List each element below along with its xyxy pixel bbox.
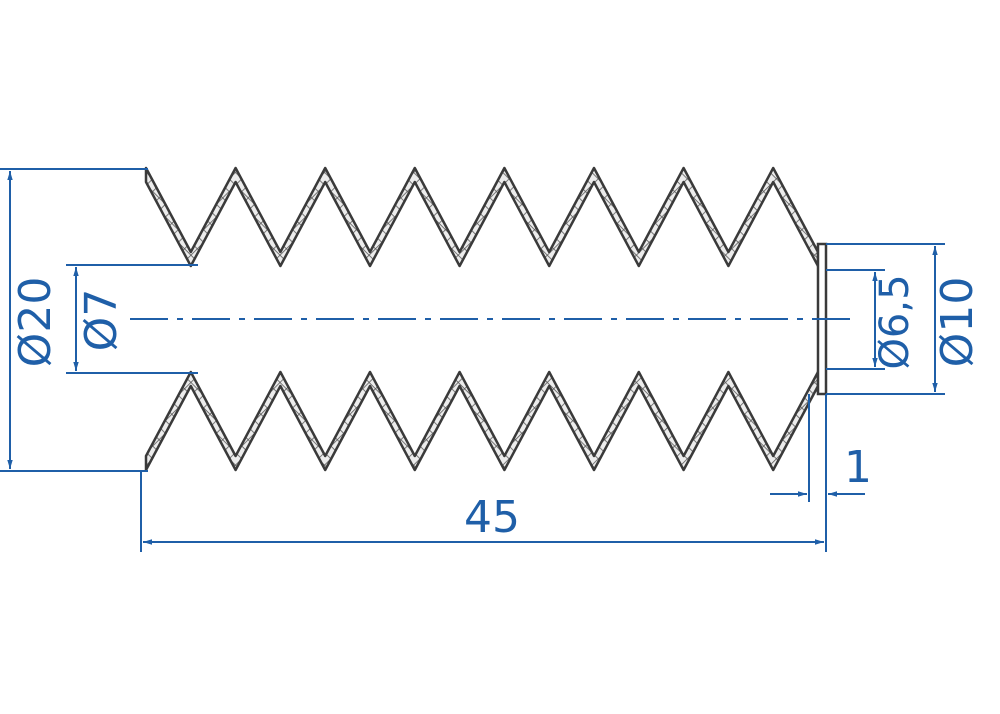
dimension-label-inner-diameter: Ø7	[76, 289, 127, 352]
dimension-label-overall-length: 45	[464, 492, 520, 543]
dimension-label-end-outer-diameter: Ø10	[932, 277, 983, 368]
dimension-outer-diameter	[0, 168, 148, 472]
dimension-label-outer-diameter: Ø20	[10, 277, 61, 368]
dimension-wall-thickness	[770, 394, 865, 502]
dimension-inner-diameter	[66, 264, 198, 374]
dimension-end-inner-diameter	[826, 269, 885, 370]
bellows-bottom-profile	[144, 370, 820, 472]
bellows-lower-wall	[144, 370, 820, 472]
dimension-overall-length	[140, 394, 827, 552]
bellows-upper-wall	[144, 166, 820, 268]
dimension-end-outer-diameter	[826, 243, 945, 395]
bellows-top-profile	[144, 166, 820, 268]
dimension-label-end-inner-diameter: Ø6,5	[872, 274, 918, 369]
dimension-label-wall-thickness: 1	[844, 442, 872, 493]
